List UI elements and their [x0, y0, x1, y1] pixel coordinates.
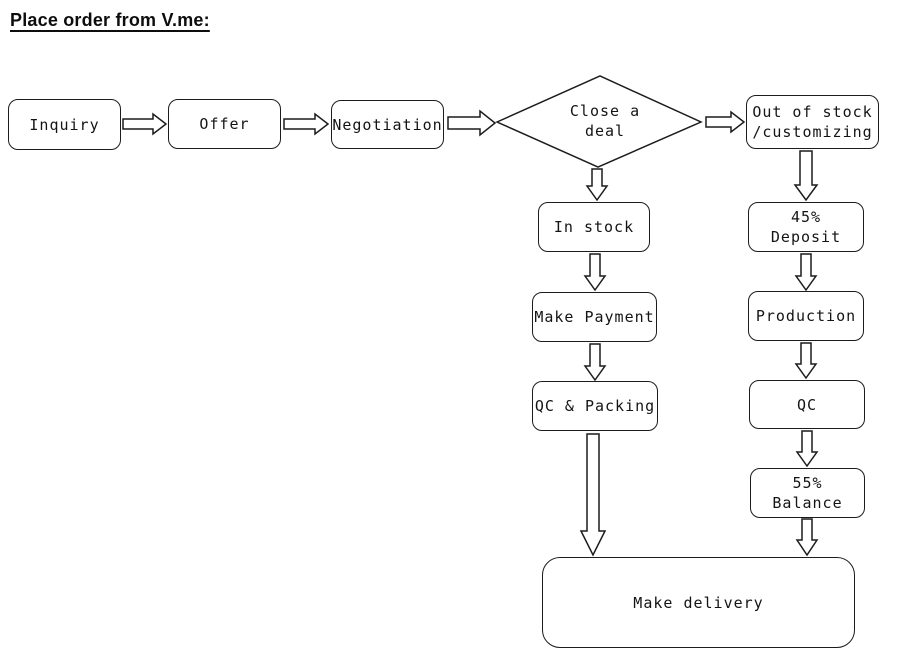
node-close-deal-line1: Close a — [569, 102, 641, 120]
node-production-label: Production — [755, 307, 857, 325]
arrow-qc-to-balance-icon — [795, 430, 819, 468]
node-out-of-stock-line1: Out of stock — [752, 103, 873, 121]
node-out-of-stock-line2: /customizing — [752, 123, 873, 141]
node-make-payment: Make Payment — [532, 292, 657, 342]
arrow-deposit-to-production-icon — [794, 253, 818, 292]
arrow-decision-to-outofstock-icon — [705, 110, 746, 134]
node-production: Production — [748, 291, 864, 341]
node-deposit-line2: Deposit — [770, 228, 842, 246]
arrow-payment-to-qcpacking-icon — [583, 343, 607, 382]
arrow-qcpacking-to-delivery-icon — [579, 433, 607, 557]
node-inquiry: Inquiry — [8, 99, 121, 150]
arrow-balance-to-delivery-icon — [795, 518, 819, 557]
node-negotiation: Negotiation — [331, 100, 444, 149]
node-qc-label: QC — [796, 395, 818, 414]
node-make-delivery-label: Make delivery — [633, 593, 764, 612]
arrow-outofstock-to-deposit-icon — [793, 150, 819, 202]
node-balance-line1: 55% — [792, 474, 823, 492]
node-balance: 55% Balance — [750, 468, 865, 518]
node-negotiation-label: Negotiation — [332, 115, 443, 134]
node-offer-label: Offer — [199, 115, 250, 133]
arrow-inquiry-to-offer-icon — [122, 112, 168, 136]
node-qc: QC — [749, 380, 865, 429]
node-in-stock-label: In stock — [553, 218, 635, 236]
decision-diamond-shape — [495, 75, 703, 168]
arrow-production-to-qc-icon — [794, 342, 818, 380]
node-out-of-stock: Out of stock /customizing — [746, 95, 879, 149]
node-qc-packing: QC & Packing — [532, 381, 658, 431]
page-title: Place order from V.me: — [10, 10, 210, 30]
node-close-deal-line2: deal — [584, 122, 626, 140]
node-in-stock: In stock — [538, 202, 650, 252]
arrow-decision-to-instock-icon — [585, 168, 609, 202]
node-inquiry-label: Inquiry — [29, 115, 100, 134]
node-qc-packing-label: QC & Packing — [534, 397, 656, 415]
node-make-delivery: Make delivery — [542, 557, 855, 648]
node-deposit-line1: 45% — [790, 208, 822, 226]
node-deposit: 45% Deposit — [748, 202, 864, 252]
arrow-instock-to-payment-icon — [583, 253, 607, 292]
arrow-negotiation-to-decision-icon — [447, 109, 497, 137]
node-close-deal: Close a deal — [520, 101, 690, 141]
arrow-offer-to-negotiation-icon — [283, 112, 330, 136]
node-make-payment-label: Make Payment — [534, 308, 655, 326]
node-offer: Offer — [168, 99, 281, 149]
node-balance-line2: Balance — [772, 494, 843, 512]
